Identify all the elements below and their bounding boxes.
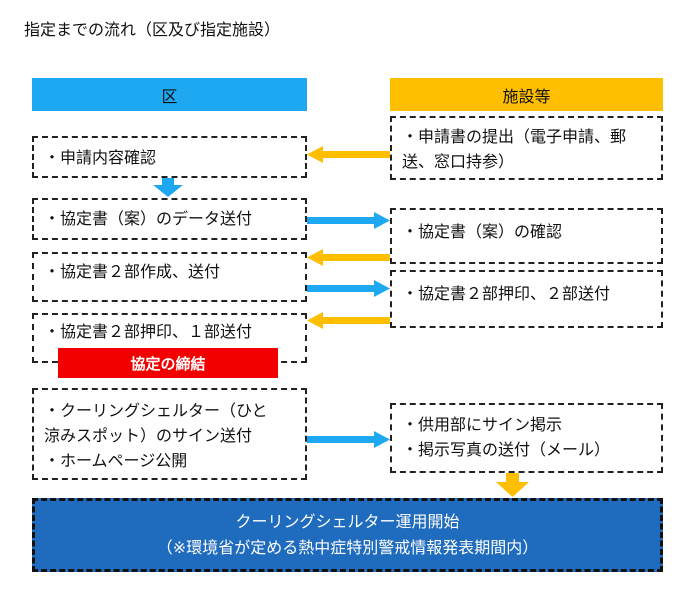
shisetsu-step-text: ・協定書（案）の確認 (402, 222, 563, 241)
arrow-left-orange-2 (307, 249, 390, 266)
ku-step-application-review: ・申請内容確認 (32, 136, 307, 178)
arrow-down-orange (496, 473, 529, 497)
ku-step-sign-send: ・クーリングシェルター（ひと 涼みスポット）のサイン送付 ・ホームページ公開 (32, 388, 307, 480)
arrow-left-orange-3 (307, 312, 390, 329)
header-ku: 区 (32, 78, 307, 111)
shisetsu-step-text: ・協定書２部押印、２部送付 (402, 284, 611, 303)
shisetsu-step-application-submit: ・申請書の提出（電子申請、郵 送、窓口持参） (390, 116, 663, 180)
shisetsu-step-text-line2: 送、窓口持参） (402, 152, 515, 171)
ku-step-text-line2: 涼みスポット）のサイン送付 (44, 426, 253, 445)
header-shisetsu: 施設等 (390, 78, 663, 111)
operation-start-banner: クーリングシェルター運用開始 （※環境省が定める熱中症特別警戒情報発表期間内） (32, 498, 663, 572)
operation-start-line1: クーリングシェルター運用開始 (235, 512, 460, 531)
shisetsu-step-draft-confirm: ・協定書（案）の確認 (390, 208, 663, 264)
page-title: 指定までの流れ（区及び指定施設） (24, 20, 281, 39)
ku-step-agreement-create: ・協定書２部作成、送付 (32, 252, 307, 302)
shisetsu-step-text-line1: ・申請書の提出（電子申請、郵 (402, 127, 627, 146)
agreement-label: 協定の締結 (58, 348, 278, 378)
arrow-left-orange-1 (307, 146, 390, 163)
ku-step-text: ・申請内容確認 (44, 148, 157, 167)
operation-start-line2: （※環境省が定める熱中症特別警戒情報発表期間内） (156, 538, 539, 557)
shisetsu-step-agreement-seal: ・協定書２部押印、２部送付 (390, 270, 663, 328)
arrow-right-blue-2 (307, 280, 390, 297)
ku-step-text: ・協定書２部押印、１部送付 (44, 322, 253, 341)
ku-step-text: ・協定書（案）のデータ送付 (44, 209, 253, 228)
shisetsu-step-text-line1: ・供用部にサイン掲示 (402, 415, 563, 434)
ku-step-text-line1: ・クーリングシェルター（ひと (44, 401, 268, 420)
shisetsu-step-sign-post: ・供用部にサイン掲示 ・掲示写真の送付（メール） (390, 403, 663, 473)
ku-step-draft-send: ・協定書（案）のデータ送付 (32, 198, 307, 240)
arrow-down-blue (153, 178, 183, 197)
ku-step-text-line3: ・ホームページ公開 (44, 451, 188, 470)
arrow-right-blue-3 (307, 431, 390, 448)
arrow-right-blue-1 (307, 212, 390, 229)
ku-step-text: ・協定書２部作成、送付 (44, 262, 221, 281)
shisetsu-step-text-line2: ・掲示写真の送付（メール） (402, 440, 611, 459)
